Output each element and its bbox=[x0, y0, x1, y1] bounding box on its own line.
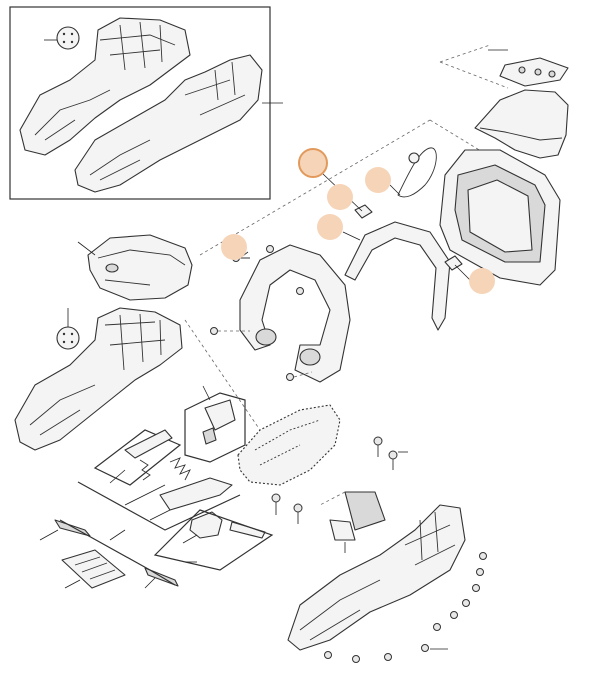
handle-cover bbox=[474, 89, 569, 159]
label-plate bbox=[499, 57, 569, 87]
center-housing bbox=[184, 319, 341, 486]
housing-left-half bbox=[19, 17, 191, 156]
bar-handle bbox=[344, 221, 451, 331]
screws-21-24 bbox=[271, 436, 408, 524]
block-6 bbox=[61, 549, 126, 589]
housing-assembly-inset bbox=[9, 6, 283, 200]
clip-right bbox=[444, 255, 463, 271]
screw-18c bbox=[296, 287, 304, 295]
screw-21a bbox=[271, 493, 281, 503]
left-housing-exploded bbox=[14, 307, 183, 451]
loop-handle bbox=[239, 244, 351, 383]
strips-and-block bbox=[39, 519, 179, 589]
screw-21b bbox=[293, 503, 303, 513]
callout-15a-marker bbox=[327, 184, 353, 210]
top-cover-group bbox=[439, 44, 569, 159]
screw-18e bbox=[286, 373, 294, 381]
callout-14-marker bbox=[298, 148, 328, 178]
screw-24a bbox=[373, 436, 383, 446]
callout-15b-marker bbox=[469, 268, 495, 294]
part-20-cover bbox=[77, 234, 193, 301]
switch-parts bbox=[153, 509, 274, 571]
part-3-pads bbox=[319, 491, 386, 553]
parts-4-5 bbox=[184, 385, 246, 463]
screw-24b bbox=[388, 450, 398, 460]
screw-18b bbox=[266, 245, 274, 253]
callout-18-marker bbox=[221, 234, 247, 260]
trigger-parts bbox=[77, 429, 241, 541]
callout-17-marker bbox=[317, 214, 343, 240]
bottom-housing-half bbox=[287, 504, 487, 663]
cover-disc-2 bbox=[56, 326, 80, 350]
housing-right-half bbox=[74, 54, 263, 193]
callout-16-marker bbox=[365, 167, 391, 193]
screw-18d bbox=[210, 327, 218, 335]
cover-disc bbox=[56, 26, 80, 50]
handle-assembly bbox=[199, 119, 561, 383]
